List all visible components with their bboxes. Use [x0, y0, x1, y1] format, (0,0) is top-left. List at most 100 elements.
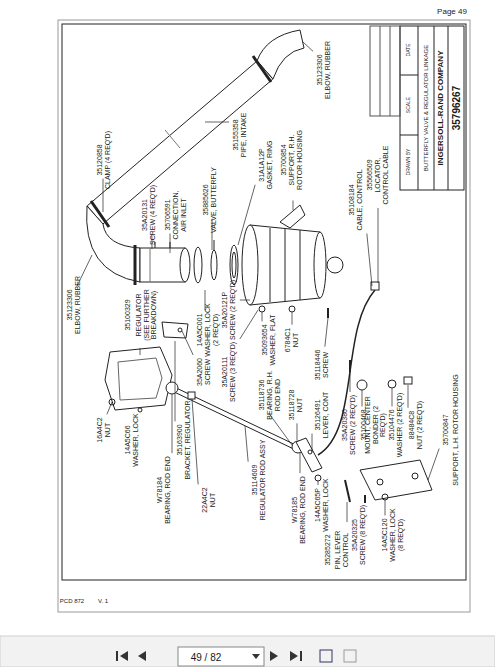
page-note: V. 1 — [98, 598, 108, 605]
part-description: BEARING, R.H. ROD END — [266, 368, 281, 423]
air-inlet-connection — [140, 248, 185, 282]
part-number: 35126491 — [314, 399, 322, 430]
part-description: BRACKET, REGULATOR — [184, 400, 192, 479]
part-number: 14A5C65P — [314, 488, 322, 522]
part-description: SCREW — [204, 359, 212, 385]
part-number: 35700854 — [280, 144, 288, 175]
screw — [327, 308, 329, 318]
part-number: 14A5C120 — [381, 518, 389, 551]
part-number: 35123306 — [66, 289, 74, 320]
leader-line — [103, 179, 104, 212]
part-number: 35123306 — [316, 54, 324, 85]
part-description: SCREW (8 REQ'D) — [359, 505, 367, 565]
page-sheet — [58, 20, 470, 612]
leader-line — [175, 341, 176, 421]
part-description: SCREW (2 REQ'D) — [349, 395, 357, 455]
part-number: 35A20121P — [221, 292, 229, 329]
part-description: WASHER, LOCK — [322, 478, 330, 531]
leader-line — [347, 502, 348, 522]
part-description: WASHER, LOCK (2 REQ'D) — [204, 300, 219, 360]
leader-line — [107, 402, 112, 414]
part-description: LOCATOR, CONTROL CABLE — [374, 145, 389, 205]
butterfly-valve — [211, 250, 217, 280]
leader-line — [297, 423, 298, 440]
part-number: 35120858 — [96, 144, 104, 175]
part-description: WASHER, LOCK — [132, 413, 140, 466]
leader-line — [367, 234, 372, 286]
part-description: REGULATOR (SEE FURTHER BREAKDOWN) — [135, 285, 158, 345]
part-description: SCREW (4 REQ'D) — [149, 185, 157, 245]
part-number: 35A20325 — [351, 519, 359, 551]
cable-locator — [371, 282, 379, 290]
part-number: 88484C8 — [408, 411, 416, 439]
part-description: BEARING, ROD END — [164, 456, 172, 524]
part-number: 35A20111 — [221, 357, 229, 388]
pipe-shade — [165, 130, 180, 148]
part-description: PIN, LEVER CONTROL — [334, 525, 349, 575]
gasket-ring — [230, 245, 238, 285]
drawing-frame — [62, 24, 466, 580]
page-note: Page 49 — [437, 8, 467, 17]
part-number: W78184 — [156, 477, 164, 503]
part-number: 22A4C2 — [201, 487, 209, 512]
leader-line — [182, 331, 193, 355]
lever-pin — [345, 480, 350, 502]
leader-line — [408, 385, 409, 408]
leader-line — [170, 234, 171, 253]
leader-line — [362, 390, 363, 406]
leader-line — [312, 434, 313, 452]
clamp — [134, 245, 137, 285]
part-description: WASHER (2 REQ'D) — [396, 393, 404, 457]
part-number: 35100329 — [124, 299, 132, 330]
leader-line — [205, 122, 229, 123]
leader-line — [240, 310, 258, 339]
part-description: WASHER, LOCK (8 REQ'D) — [389, 505, 404, 565]
part-number: 35093654 — [261, 324, 269, 355]
leader-line — [238, 185, 255, 245]
title-block-text: INGERSOLL-RAND COMPANY — [437, 51, 446, 166]
part-description: SCREW (3 REQ'D) — [229, 342, 237, 402]
gasket — [194, 247, 202, 283]
part-description: SUPPORT, R.H. ROTOR HOUSING — [288, 123, 303, 198]
part-description: SUPPORT, L.H. ROTOR HOUSING — [452, 374, 460, 485]
part-description: CLAMP (4 REQ'D) — [104, 131, 112, 189]
leader-line — [350, 372, 351, 392]
part-number: 35118446 — [314, 350, 322, 381]
part-number: 35104476 — [388, 409, 396, 440]
page-note: PCD 872 — [60, 598, 84, 605]
part-number: 35108184 — [348, 184, 356, 215]
part-number: W78185 — [291, 497, 299, 523]
part-number: 35700847 — [442, 414, 450, 445]
part-description: NUT — [296, 398, 304, 412]
leader-line — [140, 348, 141, 355]
part-number: 35285272 — [324, 534, 332, 565]
rod-end-bearing — [166, 382, 178, 394]
part-number: 14A5C66 — [124, 425, 132, 454]
part-number: 16A4C2 — [96, 417, 104, 442]
part-description: WASHER, FLAT — [269, 315, 277, 366]
leader-line — [240, 300, 250, 301]
part-number: 35566509 — [366, 159, 374, 190]
leader-line — [318, 481, 319, 485]
part-number: 6784C1 — [284, 328, 292, 353]
part-number: 35A20131 — [141, 199, 149, 231]
part-description: NUT (2 REQ'D) — [416, 401, 424, 449]
part-number: 35114609 — [251, 465, 259, 496]
part-description: REGULATOR ROD ASSY — [259, 440, 267, 521]
leader-line — [245, 426, 248, 462]
part-number: 35118728 — [288, 390, 296, 421]
leader-line — [300, 453, 301, 473]
part-description: CONNECTION, AIR INLET — [172, 188, 187, 243]
title-block-text: BUTTERFLY VALVE & REGULATOR LINKAGE — [423, 45, 430, 171]
lock-washer — [315, 475, 321, 481]
part-description: ELBOW, RUBBER — [74, 276, 82, 334]
leader-line — [192, 399, 198, 484]
part-description: NUT — [209, 493, 217, 507]
viewer-toolbar — [0, 636, 495, 667]
part-description: BEARING, ROD END — [299, 476, 307, 544]
leader-line — [325, 318, 328, 347]
lh-support — [360, 460, 432, 500]
clamp — [253, 56, 271, 82]
part-number: 35163900 — [176, 424, 184, 455]
leader-line — [262, 312, 263, 321]
